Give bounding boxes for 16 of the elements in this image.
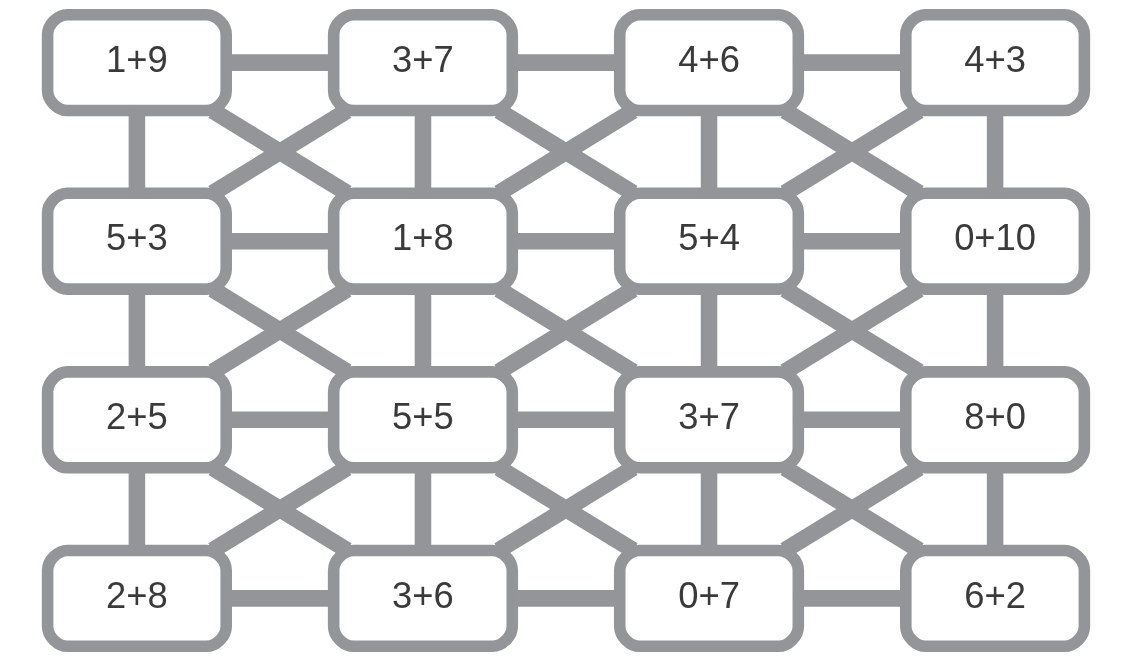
node-box: 4+3 [900, 8, 1091, 117]
node-box: 0+7 [613, 544, 805, 653]
node-box: 5+5 [327, 366, 519, 474]
node-box: 1+8 [327, 187, 519, 295]
node-box: 8+0 [900, 366, 1091, 474]
node-box: 3+7 [613, 366, 805, 474]
node-box: 5+4 [613, 187, 805, 295]
node-box: 3+6 [327, 544, 519, 653]
node-box: 3+7 [327, 8, 519, 117]
node-box: 2+8 [41, 544, 232, 653]
node-box: 0+10 [900, 187, 1091, 295]
node-box: 6+2 [900, 544, 1091, 653]
node-box: 4+6 [613, 8, 805, 117]
node-box: 5+3 [41, 187, 232, 295]
node-box: 1+9 [41, 8, 232, 117]
node-box: 2+5 [41, 366, 232, 474]
